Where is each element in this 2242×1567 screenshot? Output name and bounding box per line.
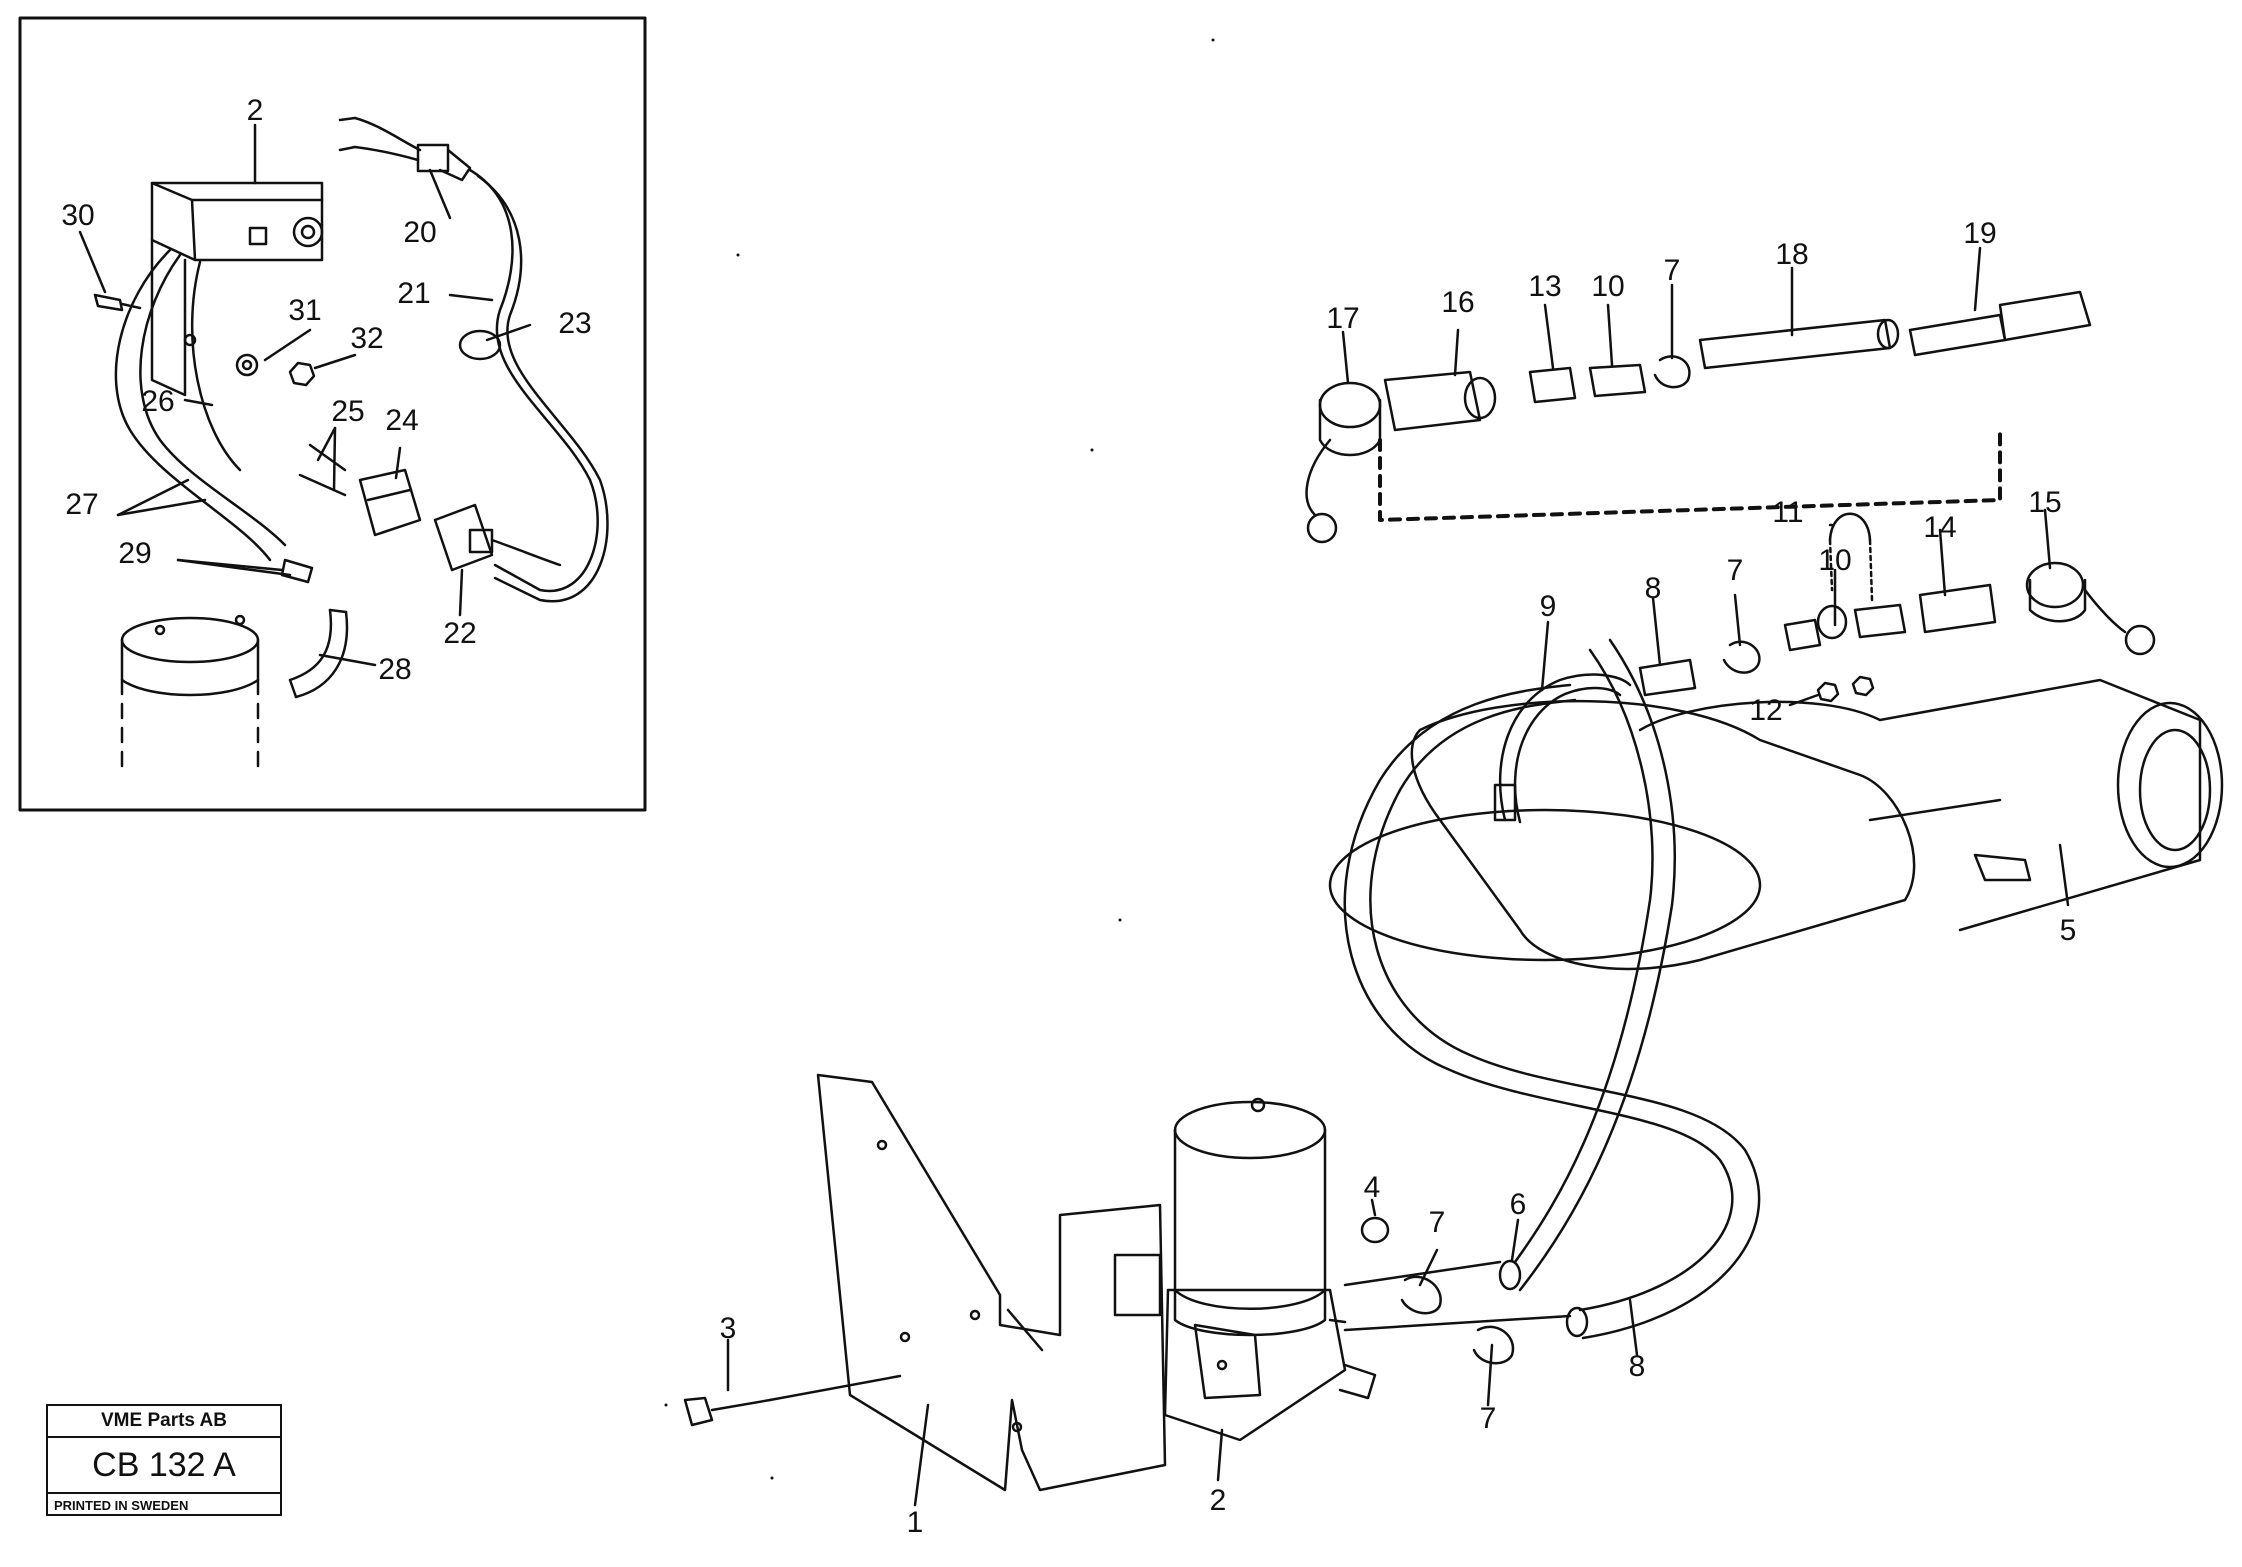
labels-inset: 2 20 30 21 23 31 32 26 25 24 27 29 22 28 — [61, 94, 591, 686]
callout: 5 — [2060, 914, 2077, 947]
callout: 2 — [1210, 1484, 1227, 1517]
main-drawing — [683, 246, 2224, 1507]
callout: 4 — [1364, 1171, 1381, 1204]
callout: 7 — [1664, 254, 1681, 287]
callout: 32 — [350, 322, 383, 355]
callout: 31 — [288, 294, 321, 327]
callout: 20 — [403, 216, 436, 249]
callout: 29 — [118, 537, 151, 570]
callout: 3 — [720, 1312, 737, 1345]
scan-specks — [664, 38, 1215, 1480]
callout: 6 — [1510, 1188, 1527, 1221]
callout: 7 — [1480, 1402, 1497, 1435]
labels-main: 17 16 13 10 7 18 19 11 15 14 10 7 8 9 12… — [720, 217, 2077, 1539]
callout: 23 — [558, 307, 591, 340]
stamp-code: CB 132 A — [48, 1438, 280, 1494]
callout: 22 — [443, 617, 476, 650]
callout: 15 — [2028, 486, 2061, 519]
stamp-company: VME Parts AB — [48, 1406, 280, 1438]
callout: 14 — [1923, 511, 1956, 544]
callout: 19 — [1963, 217, 1996, 250]
inset-drawing — [78, 116, 609, 772]
callout: 26 — [141, 385, 174, 418]
callout: 11 — [1772, 496, 1803, 529]
callout: 30 — [61, 199, 94, 232]
callout: 16 — [1441, 286, 1474, 319]
callout: 21 — [397, 277, 430, 310]
callout: 27 — [65, 488, 98, 521]
callout: 10 — [1818, 544, 1851, 577]
callout: 18 — [1775, 238, 1808, 271]
callout: 2 — [247, 94, 264, 127]
callout: 12 — [1749, 694, 1782, 727]
callout: 9 — [1540, 590, 1557, 623]
callout: 17 — [1326, 302, 1359, 335]
callout: 25 — [331, 395, 364, 428]
callout: 7 — [1727, 554, 1744, 587]
callout: 7 — [1429, 1206, 1446, 1239]
callout: 1 — [907, 1506, 924, 1539]
stamp-printed: PRINTED IN SWEDEN — [54, 1498, 189, 1513]
callout: 24 — [385, 404, 418, 437]
callout: 8 — [1645, 572, 1662, 605]
callout: 8 — [1629, 1350, 1646, 1383]
callout: 13 — [1528, 270, 1561, 303]
inset-frame — [18, 16, 647, 812]
callout: 28 — [378, 653, 411, 686]
title-stamp: VME Parts AB CB 132 A PRINTED IN SWEDEN — [46, 1404, 282, 1516]
callout: 10 — [1591, 270, 1624, 303]
